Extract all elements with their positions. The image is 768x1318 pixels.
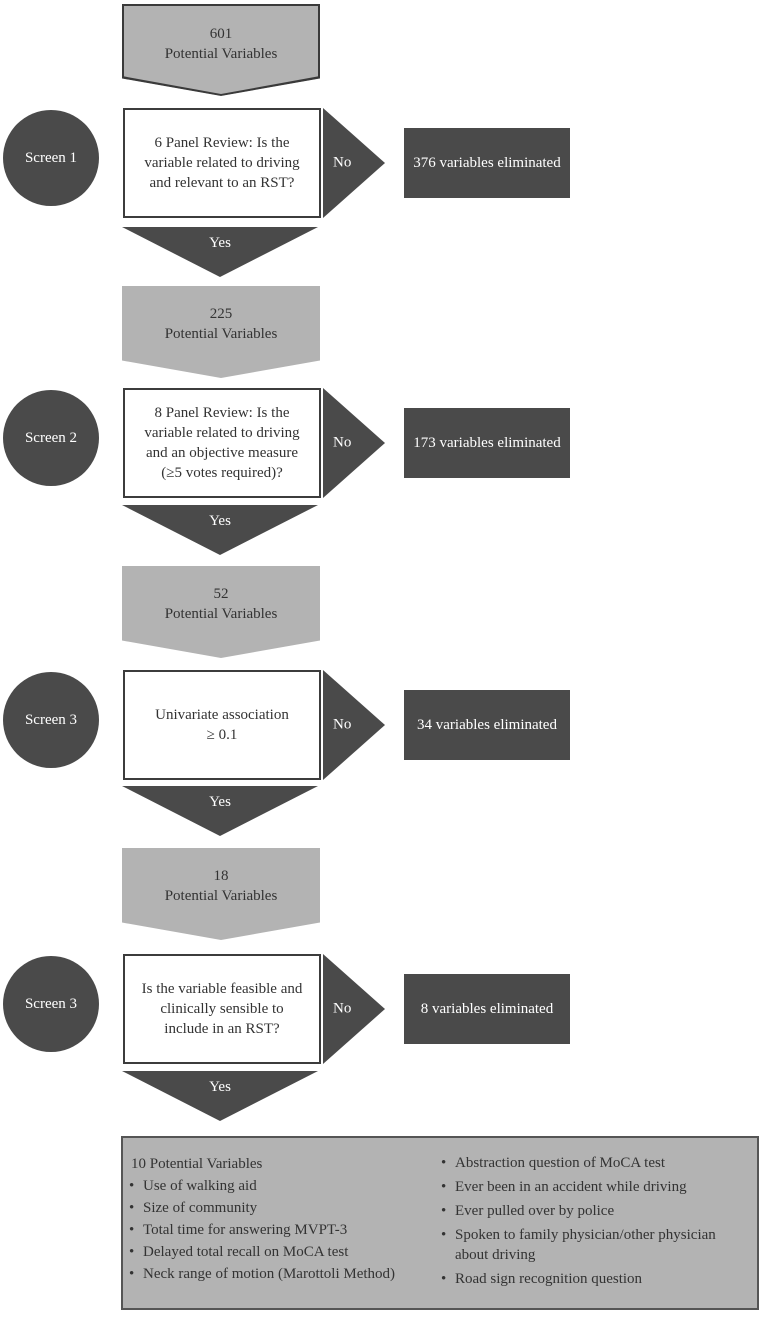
yes-arrow-4: Yes	[122, 1071, 318, 1121]
final-variables-box: 10 Potential Variables Use of walking ai…	[121, 1136, 759, 1310]
question-text: 6 Panel Review: Is the variable related …	[144, 135, 300, 191]
list-item: Use of walking aid	[123, 1175, 423, 1197]
question-text: Is the variable feasible and clinically …	[141, 981, 303, 1037]
stage-label: Potential Variables	[164, 326, 278, 342]
yes-arrow-2: Yes	[122, 505, 318, 555]
screen-3-question-box: Univariate association ≥ 0.1	[123, 670, 321, 780]
stage-label: Potential Variables	[164, 888, 278, 904]
eliminated-text: 34 variables eliminated	[417, 717, 557, 733]
screen-label: Screen 3	[24, 711, 78, 728]
screen-2-circle: Screen 2	[3, 390, 99, 486]
screen-1-circle: Screen 1	[3, 110, 99, 206]
stage-count: 52	[213, 586, 229, 602]
list-item: Delayed total recall on MoCA test	[123, 1241, 423, 1263]
list-item: Size of community	[123, 1197, 423, 1219]
eliminated-box-3: 34 variables eliminated	[404, 690, 570, 760]
screen-label: Screen 3	[24, 995, 78, 1012]
question-text: 8 Panel Review: Is the variable related …	[144, 405, 300, 481]
potential-variables-601: 601 Potential Variables	[122, 4, 320, 96]
yes-arrow-1: Yes	[122, 227, 318, 277]
eliminated-box-2: 173 variables eliminated	[404, 408, 570, 478]
potential-variables-52: 52 Potential Variables	[122, 566, 320, 658]
eliminated-text: 173 variables eliminated	[413, 435, 561, 451]
screen-2-question-box: 8 Panel Review: Is the variable related …	[123, 388, 321, 498]
list-item: Spoken to family physician/other physici…	[435, 1225, 751, 1265]
list-item: Neck range of motion (Marottoli Method)	[123, 1263, 423, 1285]
final-list-right: Abstraction question of MoCA test Ever b…	[435, 1153, 751, 1293]
eliminated-text: 376 variables eliminated	[413, 155, 561, 171]
yes-arrow-3: Yes	[122, 786, 318, 836]
final-title: 10 Potential Variables	[131, 1156, 263, 1172]
yes-label: Yes	[209, 513, 231, 529]
screen-4-circle: Screen 3	[3, 956, 99, 1052]
yes-label: Yes	[209, 235, 231, 251]
screen-3-circle: Screen 3	[3, 672, 99, 768]
yes-label: Yes	[209, 794, 231, 810]
list-item: Total time for answering MVPT-3	[123, 1219, 423, 1241]
no-label: No	[333, 1000, 352, 1017]
list-item: Ever been in an accident while driving	[435, 1177, 751, 1197]
final-list-left: Use of walking aid Size of community Tot…	[123, 1175, 423, 1285]
eliminated-text: 8 variables eliminated	[420, 1001, 554, 1017]
screen-label: Screen 1	[24, 149, 78, 166]
eliminated-box-4: 8 variables eliminated	[404, 974, 570, 1044]
stage-label: Potential Variables	[164, 46, 278, 62]
no-label: No	[333, 434, 352, 451]
no-arrow-2: No	[323, 388, 385, 498]
no-arrow-1: No	[323, 108, 385, 218]
eliminated-box-1: 376 variables eliminated	[404, 128, 570, 198]
question-text: Univariate association ≥ 0.1	[155, 707, 289, 743]
list-item: Road sign recognition question	[435, 1269, 751, 1289]
yes-label: Yes	[209, 1079, 231, 1095]
stage-label: Potential Variables	[164, 606, 278, 622]
screen-4-question-box: Is the variable feasible and clinically …	[123, 954, 321, 1064]
no-arrow-4: No	[323, 954, 385, 1064]
potential-variables-18: 18 Potential Variables	[122, 848, 320, 940]
stage-count: 601	[209, 26, 233, 42]
no-label: No	[333, 154, 352, 171]
stage-count: 225	[209, 306, 233, 322]
stage-count: 18	[213, 868, 229, 884]
potential-variables-225: 225 Potential Variables	[122, 286, 320, 378]
screen-label: Screen 2	[24, 429, 78, 446]
no-label: No	[333, 716, 352, 733]
screen-1-question-box: 6 Panel Review: Is the variable related …	[123, 108, 321, 218]
list-item: Abstraction question of MoCA test	[435, 1153, 751, 1173]
list-item: Ever pulled over by police	[435, 1201, 751, 1221]
no-arrow-3: No	[323, 670, 385, 780]
